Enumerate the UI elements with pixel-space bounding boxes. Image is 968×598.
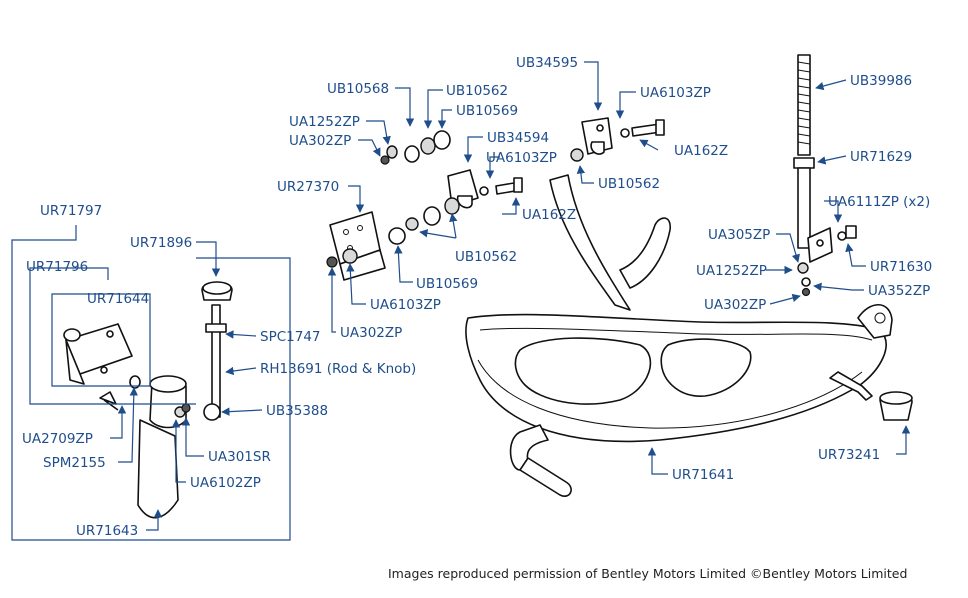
label-ua302zp-low: UA302ZP bbox=[340, 325, 402, 341]
label-ub10568: UB10568 bbox=[327, 81, 389, 97]
ur71644-outline bbox=[51, 293, 151, 387]
label-ur71641: UR71641 bbox=[672, 467, 734, 483]
leader-lines bbox=[110, 61, 911, 531]
label-ub34595: UB34595 bbox=[516, 55, 578, 71]
ur71796-outline bbox=[29, 267, 196, 405]
label-ur71644: UR71644 bbox=[87, 291, 149, 307]
label-ub10569-low: UB10569 bbox=[416, 276, 478, 292]
handle-assembly-drawing bbox=[63, 281, 233, 519]
group-outlines bbox=[11, 225, 291, 541]
label-ub10562-mid: UB10562 bbox=[598, 176, 660, 192]
label-ua6103zp-top: UA6103ZP bbox=[640, 85, 711, 101]
label-ub34594: UB34594 bbox=[487, 130, 549, 146]
part-labels: UB34595 UA6103ZP UB39986 UB10568 UB10562… bbox=[22, 55, 932, 539]
label-ur71629: UR71629 bbox=[850, 149, 912, 165]
stud-assembly-drawing bbox=[793, 54, 857, 297]
label-rh13691: RH13691 (Rod & Knob) bbox=[260, 361, 416, 377]
label-spc1747: SPC1747 bbox=[260, 329, 321, 345]
label-ua302zp-right: UA302ZP bbox=[704, 297, 766, 313]
label-ua352zp: UA352ZP bbox=[868, 283, 930, 299]
label-ub35388: UB35388 bbox=[266, 403, 328, 419]
label-ua1252zp-right: UA1252ZP bbox=[696, 263, 767, 279]
label-ua162z-mid: UA162Z bbox=[522, 207, 576, 223]
label-ua6103zp-low: UA6103ZP bbox=[370, 297, 441, 313]
label-ur71896: UR71896 bbox=[130, 235, 192, 251]
label-ub39986: UB39986 bbox=[850, 73, 912, 89]
middle-bracket-drawing bbox=[380, 130, 523, 209]
label-ur71797: UR71797 bbox=[40, 203, 102, 219]
label-ur71796: UR71796 bbox=[26, 259, 88, 275]
upper-bracket-drawing bbox=[570, 117, 665, 162]
label-ua1252zp-left: UA1252ZP bbox=[289, 114, 360, 130]
parts-artwork bbox=[63, 54, 913, 519]
label-ub10562-top: UB10562 bbox=[446, 83, 508, 99]
tray-drawing bbox=[465, 174, 893, 497]
label-ua301sr: UA301SR bbox=[208, 449, 271, 465]
label-ua302zp-top: UA302ZP bbox=[289, 133, 351, 149]
label-ua6111zp: UA6111ZP (x2) bbox=[828, 194, 930, 210]
label-spm2155: SPM2155 bbox=[43, 455, 106, 471]
label-ur71643: UR71643 bbox=[76, 523, 138, 539]
left-mount-drawing bbox=[326, 197, 460, 281]
label-ur73241: UR73241 bbox=[818, 447, 880, 463]
label-ub10569-top: UB10569 bbox=[456, 103, 518, 119]
label-ur27370: UR27370 bbox=[277, 179, 339, 195]
cap-drawing bbox=[879, 391, 913, 421]
label-ua305zp: UA305ZP bbox=[708, 227, 770, 243]
label-ua2709zp: UA2709ZP bbox=[22, 431, 93, 447]
label-ua6102zp: UA6102ZP bbox=[190, 475, 261, 491]
label-ub10562-low: UB10562 bbox=[455, 249, 517, 265]
copyright-credit: Images reproduced permission of Bentley … bbox=[388, 566, 908, 581]
label-ua162z-top: UA162Z bbox=[674, 143, 728, 159]
label-ua6103zp-mid: UA6103ZP bbox=[486, 150, 557, 166]
label-ur71630: UR71630 bbox=[870, 259, 932, 275]
ur71797-outline bbox=[11, 225, 291, 541]
